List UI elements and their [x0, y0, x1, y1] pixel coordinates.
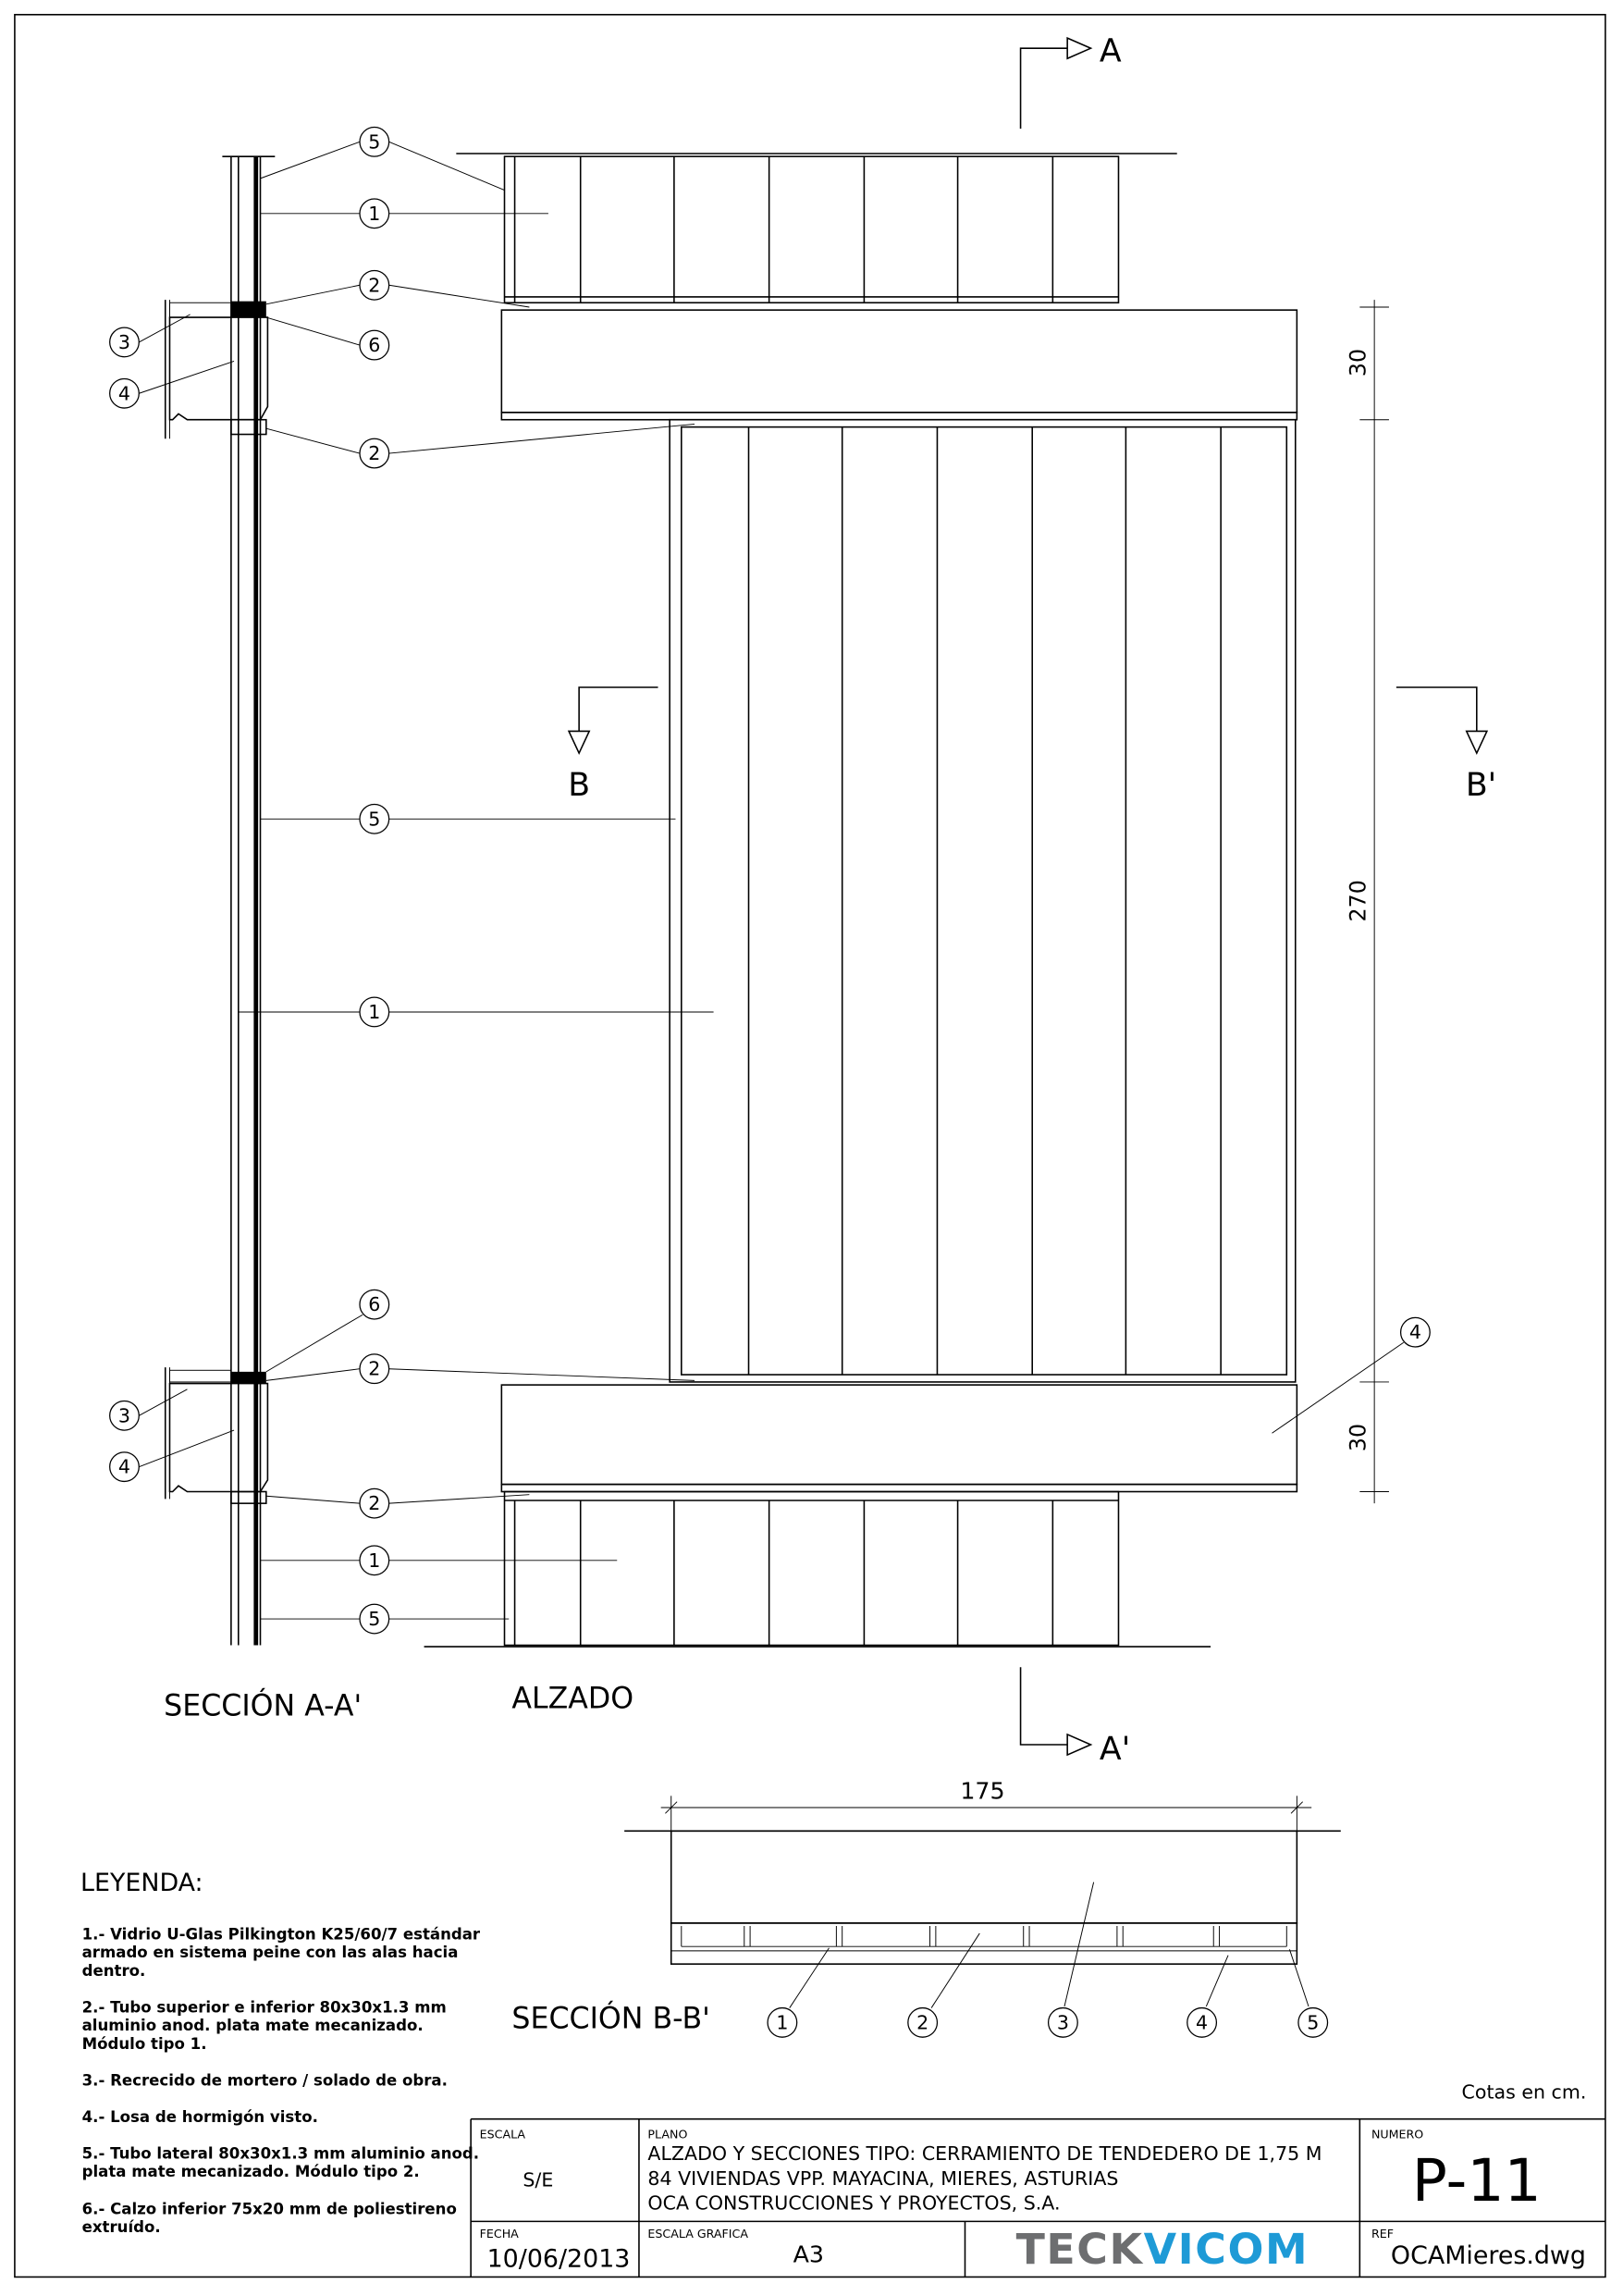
plano-line-1: ALZADO Y SECCIONES TIPO: CERRAMIENTO DE … — [647, 2142, 1322, 2165]
callout-4: 4 — [1187, 2006, 1218, 2038]
vertical-dimension — [1359, 300, 1389, 1504]
fecha-label: FECHA — [480, 2227, 520, 2240]
elevation-view: 30 270 30 4 — [424, 153, 1431, 1648]
escala-grafica-label: ESCALA GRAFICA — [647, 2227, 748, 2240]
lower-glass — [503, 1490, 1120, 1647]
svg-text:3: 3 — [118, 1404, 130, 1426]
section-marker-a-prime-label: A' — [1100, 1731, 1130, 1768]
svg-text:3: 3 — [118, 331, 130, 353]
legend: LEYENDA: 1.- Vidrio U-Glas Pilkington K2… — [80, 1869, 481, 2236]
escala-grafica-value: A3 — [793, 2241, 824, 2268]
callout-1: 1 — [359, 1545, 390, 1576]
top-slab-section — [168, 316, 269, 421]
svg-text:4: 4 — [118, 382, 130, 404]
section-marker-a-label: A — [1100, 32, 1122, 69]
callout-4: 4 — [109, 1451, 140, 1483]
callout-1: 1 — [359, 996, 390, 1028]
numero-value: P-11 — [1412, 2146, 1542, 2215]
callout-2: 2 — [907, 2006, 939, 2038]
svg-text:3: 3 — [1057, 2011, 1069, 2033]
section-marker-b-label: B — [568, 767, 590, 804]
upper-glass — [503, 155, 1120, 304]
callout-5: 5 — [359, 126, 390, 157]
svg-text:1: 1 — [776, 2011, 788, 2033]
callout-3: 3 — [109, 1400, 140, 1431]
callout-3: 3 — [109, 327, 140, 358]
section-marker-b — [567, 686, 658, 756]
section-bb-title: SECCIÓN B-B' — [511, 2000, 709, 2036]
fecha-value: 10/06/2013 — [487, 2244, 631, 2273]
ref-value: OCAMieres.dwg — [1391, 2241, 1586, 2270]
teckvicom-logo: TECKVICOM — [1016, 2224, 1309, 2274]
units-note: Cotas en cm. — [1462, 2081, 1587, 2104]
legend-item-2: 2.- Tubo superior e inferior 80x30x1.3 m… — [82, 1998, 447, 2053]
callout-4: 4 — [109, 377, 140, 409]
sheet-border — [14, 14, 1606, 2278]
legend-item-6: 6.- Calzo inferior 75x20 mm de poliestir… — [82, 2200, 457, 2236]
svg-text:1: 1 — [368, 1001, 380, 1023]
svg-text:2: 2 — [368, 442, 380, 464]
svg-text:1: 1 — [368, 203, 380, 225]
svg-text:2: 2 — [368, 1358, 380, 1380]
callout-5: 5 — [359, 1603, 390, 1635]
section-aa-view: 5 1 2 6 3 4 2 5 1 6 2 3 4 2 1 5 — [109, 126, 714, 1646]
legend-item-4: 4.- Losa de hormigón visto. — [82, 2108, 318, 2126]
dim-top-slab: 30 — [1346, 349, 1371, 376]
svg-text:6: 6 — [368, 1293, 380, 1315]
callout-2: 2 — [359, 438, 390, 469]
section-marker-a-prime — [1019, 1667, 1093, 1757]
svg-text:2: 2 — [368, 274, 380, 296]
dim-bottom-slab: 30 — [1346, 1424, 1371, 1451]
ref-label: REF — [1371, 2227, 1394, 2240]
callout-1: 1 — [359, 198, 390, 229]
callout-2: 2 — [359, 1487, 390, 1519]
svg-text:2: 2 — [368, 1492, 380, 1514]
svg-text:4: 4 — [118, 1456, 130, 1478]
callout-6: 6 — [359, 329, 390, 361]
upper-slab — [500, 309, 1298, 414]
elevation-title: ALZADO — [511, 1682, 633, 1715]
plano-label: PLANO — [647, 2127, 687, 2141]
section-marker-b-prime — [1396, 686, 1489, 756]
svg-text:5: 5 — [368, 130, 380, 153]
main-glass — [669, 418, 1297, 1383]
legend-item-5: 5.- Tubo lateral 80x30x1.3 mm aluminio a… — [82, 2144, 479, 2180]
escala-value: S/E — [523, 2168, 553, 2191]
plano-line-2: 84 VIVIENDAS VPP. MAYACINA, MIERES, ASTU… — [647, 2167, 1118, 2190]
section-bb-view: 175 1 2 3 4 5 — [624, 1777, 1341, 2038]
callout-2: 2 — [359, 1353, 390, 1385]
dim-glass-height: 270 — [1346, 880, 1371, 921]
plano-line-3: OCA CONSTRUCCIONES Y PROYECTOS, S.A. — [647, 2192, 1060, 2215]
svg-text:5: 5 — [368, 808, 380, 830]
svg-text:5: 5 — [368, 1608, 380, 1630]
section-marker-b-prime-label: B' — [1466, 767, 1496, 804]
callout-5: 5 — [1297, 2006, 1329, 2038]
svg-text:5: 5 — [1307, 2011, 1319, 2033]
svg-text:1: 1 — [368, 1549, 380, 1572]
section-aa-title: SECCIÓN A-A' — [164, 1686, 362, 1722]
svg-text:4: 4 — [1196, 2011, 1208, 2033]
escala-label: ESCALA — [480, 2127, 526, 2141]
legend-item-3: 3.- Recrecido de mortero / solado de obr… — [82, 2071, 448, 2089]
svg-text:2: 2 — [916, 2011, 928, 2033]
title-block: ESCALA S/E PLANO ALZADO Y SECCIONES TIPO… — [470, 2117, 1605, 2277]
lower-slab — [500, 1384, 1298, 1486]
legend-title: LEYENDA: — [80, 1869, 203, 1897]
numero-label: NUMERO — [1371, 2127, 1423, 2141]
dim-width: 175 — [960, 1777, 1004, 1804]
legend-item-1: 1.- Vidrio U-Glas Pilkington K25/60/7 es… — [82, 1925, 481, 1980]
callout-3: 3 — [1047, 2006, 1078, 2038]
svg-text:6: 6 — [368, 334, 380, 356]
section-marker-a — [1019, 36, 1093, 130]
callout-6: 6 — [359, 1289, 390, 1320]
callout-4: 4 — [1399, 1316, 1431, 1348]
callout-1: 1 — [767, 2006, 798, 2038]
callout-2: 2 — [359, 269, 390, 301]
callout-5: 5 — [359, 803, 390, 834]
bottom-slab-section — [168, 1382, 269, 1493]
svg-text:4: 4 — [1409, 1321, 1421, 1343]
